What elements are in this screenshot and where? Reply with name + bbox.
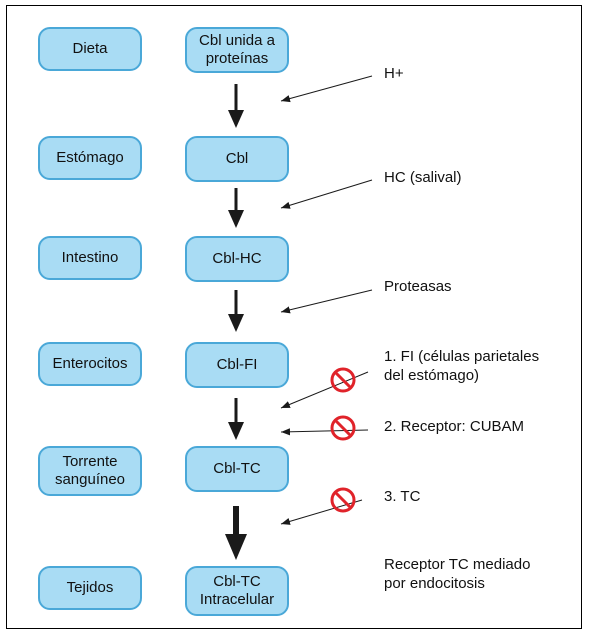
factor-label-proteasas: Proteasas (384, 278, 452, 295)
stage-box-enterocitos: Enterocitos (38, 342, 142, 386)
flow-arrow-4 (228, 398, 244, 440)
form-box-cbl-hc: Cbl-HC (185, 236, 289, 282)
diagram-frame (6, 5, 582, 629)
factor-label-receptor-tc: Receptor TC mediado por endocitosis (384, 556, 531, 592)
factor-label-hc-salival: HC (salival) (384, 169, 462, 186)
blocked-icon-tc (330, 487, 356, 513)
factor-label-fi: 1. FI (células parietales del estómago) (384, 348, 540, 384)
blocked-icon-cubam (330, 415, 356, 441)
stage-box-estomago: Estómago (38, 136, 142, 180)
factor-label-h-plus: H+ (384, 65, 404, 82)
factor-arrow-h-plus (280, 75, 373, 103)
factor-arrow-proteasas (280, 289, 373, 314)
blocked-icon-fi (330, 367, 356, 393)
form-box-cbl-tc: Cbl-TC (185, 446, 289, 492)
form-box-cbl-fi: Cbl-FI (185, 342, 289, 388)
flow-arrow-1 (228, 84, 244, 128)
stage-box-torrente-sanguineo: Torrente sanguíneo (38, 446, 142, 496)
factor-label-tc: 3. TC (384, 488, 421, 505)
stage-box-intestino: Intestino (38, 236, 142, 280)
form-box-cbl-unida: Cbl unida a proteínas (185, 27, 289, 73)
factor-arrow-tc (280, 499, 363, 525)
form-box-cbl: Cbl (185, 136, 289, 182)
flow-arrow-5 (225, 506, 247, 560)
stage-box-tejidos: Tejidos (38, 566, 142, 610)
factor-arrow-hc (280, 179, 373, 209)
stage-box-dieta: Dieta (38, 27, 142, 71)
factor-label-cubam: 2. Receptor: CUBAM (384, 418, 525, 435)
flow-arrow-3 (228, 290, 244, 332)
flow-arrow-2 (228, 188, 244, 228)
form-box-cbl-tc-intracelular: Cbl-TC Intracelular (185, 566, 289, 616)
